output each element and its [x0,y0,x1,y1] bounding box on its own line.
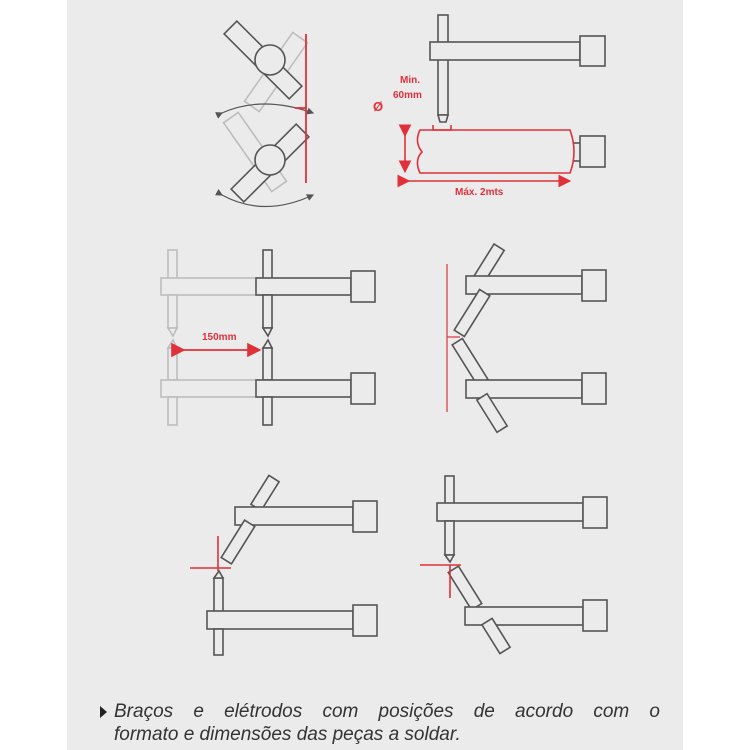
caption: Braços e elétrodos com posições de acord… [100,700,660,746]
distance-label: 150mm [202,332,237,343]
rotating-arms-diagram [215,19,315,208]
upper-angled-arms-diagram [190,474,378,656]
max-length-label: Máx. 2mts [455,187,504,198]
caption-line-1: Braços e elétrodos com posições de acord… [114,701,660,722]
lower-angled-arms-diagram [420,475,608,655]
diameter-symbol-icon: Ø [373,99,383,114]
bullet-triangle-icon [100,705,107,718]
angled-v-arms-diagram [446,242,607,434]
caption-line-2: formato e dimensões das peças a soldar. [114,724,461,745]
min-label: Min. [400,75,420,86]
diameter-label: 60mm [393,90,422,101]
offset-arms-diagram: 150mm [160,249,376,426]
pipe-weld-diagram: Min. 60mm Ø Máx. 2mts [373,14,606,198]
